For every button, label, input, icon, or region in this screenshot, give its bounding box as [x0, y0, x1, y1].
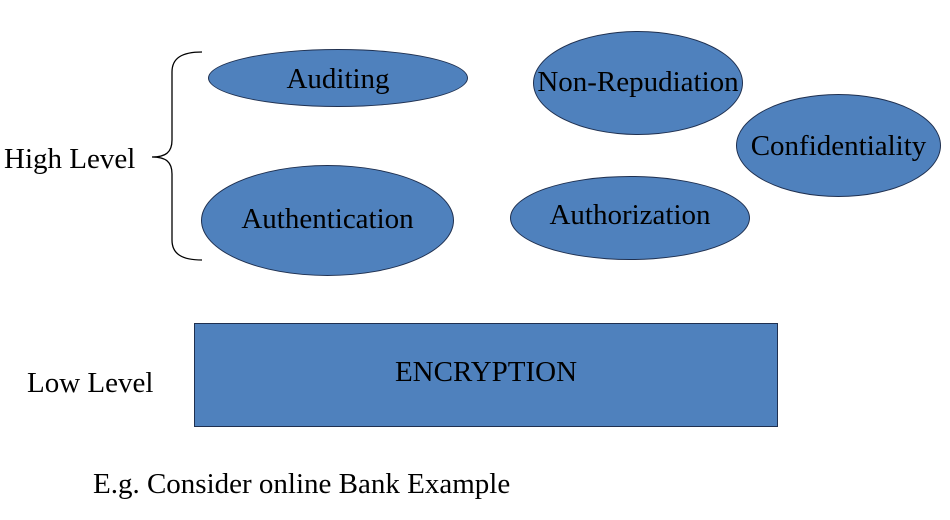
auditing-ellipse: Auditing [208, 49, 468, 107]
authorization-ellipse: Authorization [510, 176, 750, 260]
non-repudiation-ellipse: Non-Repudiation [533, 31, 743, 135]
low-level-label: Low Level [27, 367, 154, 399]
high-level-label: High Level [4, 143, 136, 175]
authentication-label: Authentication [241, 203, 414, 235]
brace-path [151, 51, 203, 261]
example-caption: E.g. Consider online Bank Example [93, 468, 511, 500]
authentication-ellipse: Authentication [201, 165, 454, 276]
authorization-label: Authorization [549, 198, 711, 231]
encryption-label: ENCRYPTION [394, 355, 578, 388]
encryption-box: ENCRYPTION [194, 323, 778, 427]
non-repudiation-label: Non-Repudiation [537, 65, 739, 98]
auditing-label: Auditing [286, 62, 390, 95]
confidentiality-label: Confidentiality [750, 130, 927, 162]
confidentiality-ellipse: Confidentiality [736, 94, 941, 197]
